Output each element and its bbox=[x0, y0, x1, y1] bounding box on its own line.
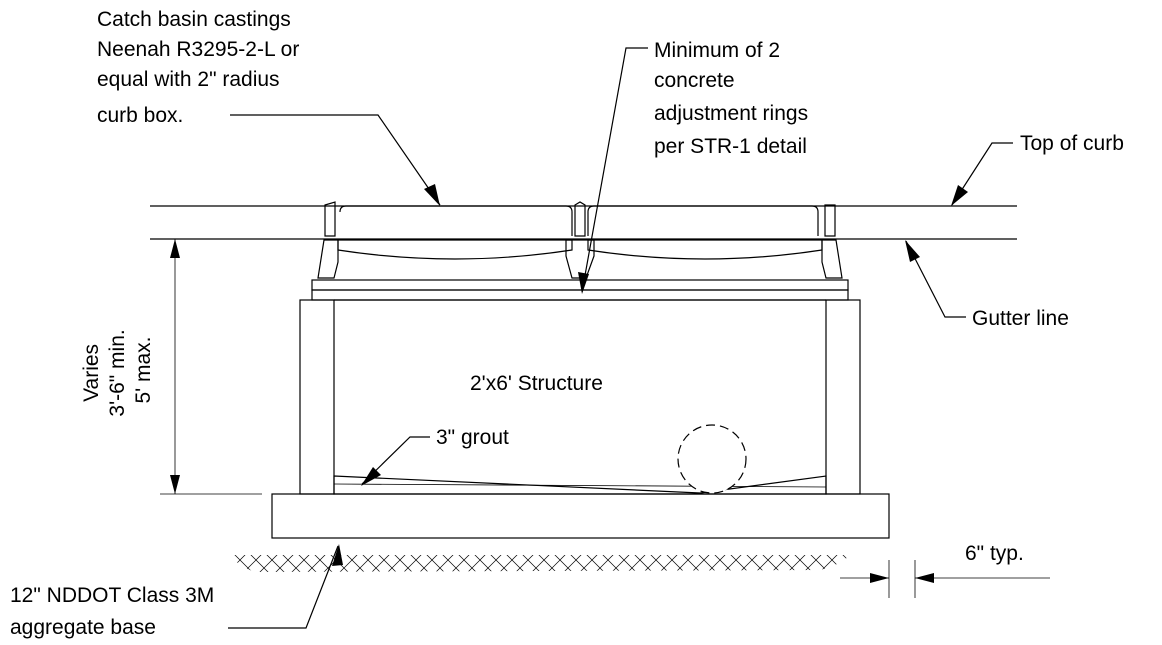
concrete-base-slab bbox=[271, 493, 890, 539]
dimension-varies bbox=[160, 238, 290, 495]
svg-text:Varies 3'-6" min.: Varies 3'-6" min. 5' max. bbox=[80, 323, 155, 416]
label-dimension: Varies 3'-6" min. 5' max. bbox=[80, 323, 155, 416]
leader-gutter-line bbox=[905, 240, 966, 318]
label-6-typ: 6" typ. bbox=[965, 542, 1024, 565]
casting-frame bbox=[317, 201, 843, 279]
pavement-lines bbox=[150, 205, 1017, 240]
label-top-of-curb: Top of curb bbox=[1020, 132, 1124, 155]
aggregate-base-hatch bbox=[230, 555, 850, 572]
label-aggregate: 12" NDDOT Class 3M aggregate base bbox=[10, 584, 220, 639]
leader-aggregate bbox=[228, 544, 343, 629]
label-grout: 3" grout bbox=[436, 426, 509, 449]
pipe-outline bbox=[677, 424, 747, 494]
leader-top-of-curb bbox=[951, 142, 1013, 206]
leader-rings bbox=[578, 47, 648, 294]
label-gutter-line: Gutter line bbox=[972, 307, 1069, 330]
label-structure: 2'x6' Structure bbox=[470, 372, 603, 395]
label-rings: Minimum of 2 concrete adjustment rings p… bbox=[654, 39, 814, 158]
dimension-6-typ bbox=[840, 560, 1050, 598]
leader-grout bbox=[361, 436, 430, 486]
structure-walls bbox=[299, 299, 861, 495]
leader-castings bbox=[230, 114, 441, 206]
label-castings: Catch basin castings Neenah R3295-2-L or… bbox=[97, 8, 305, 127]
